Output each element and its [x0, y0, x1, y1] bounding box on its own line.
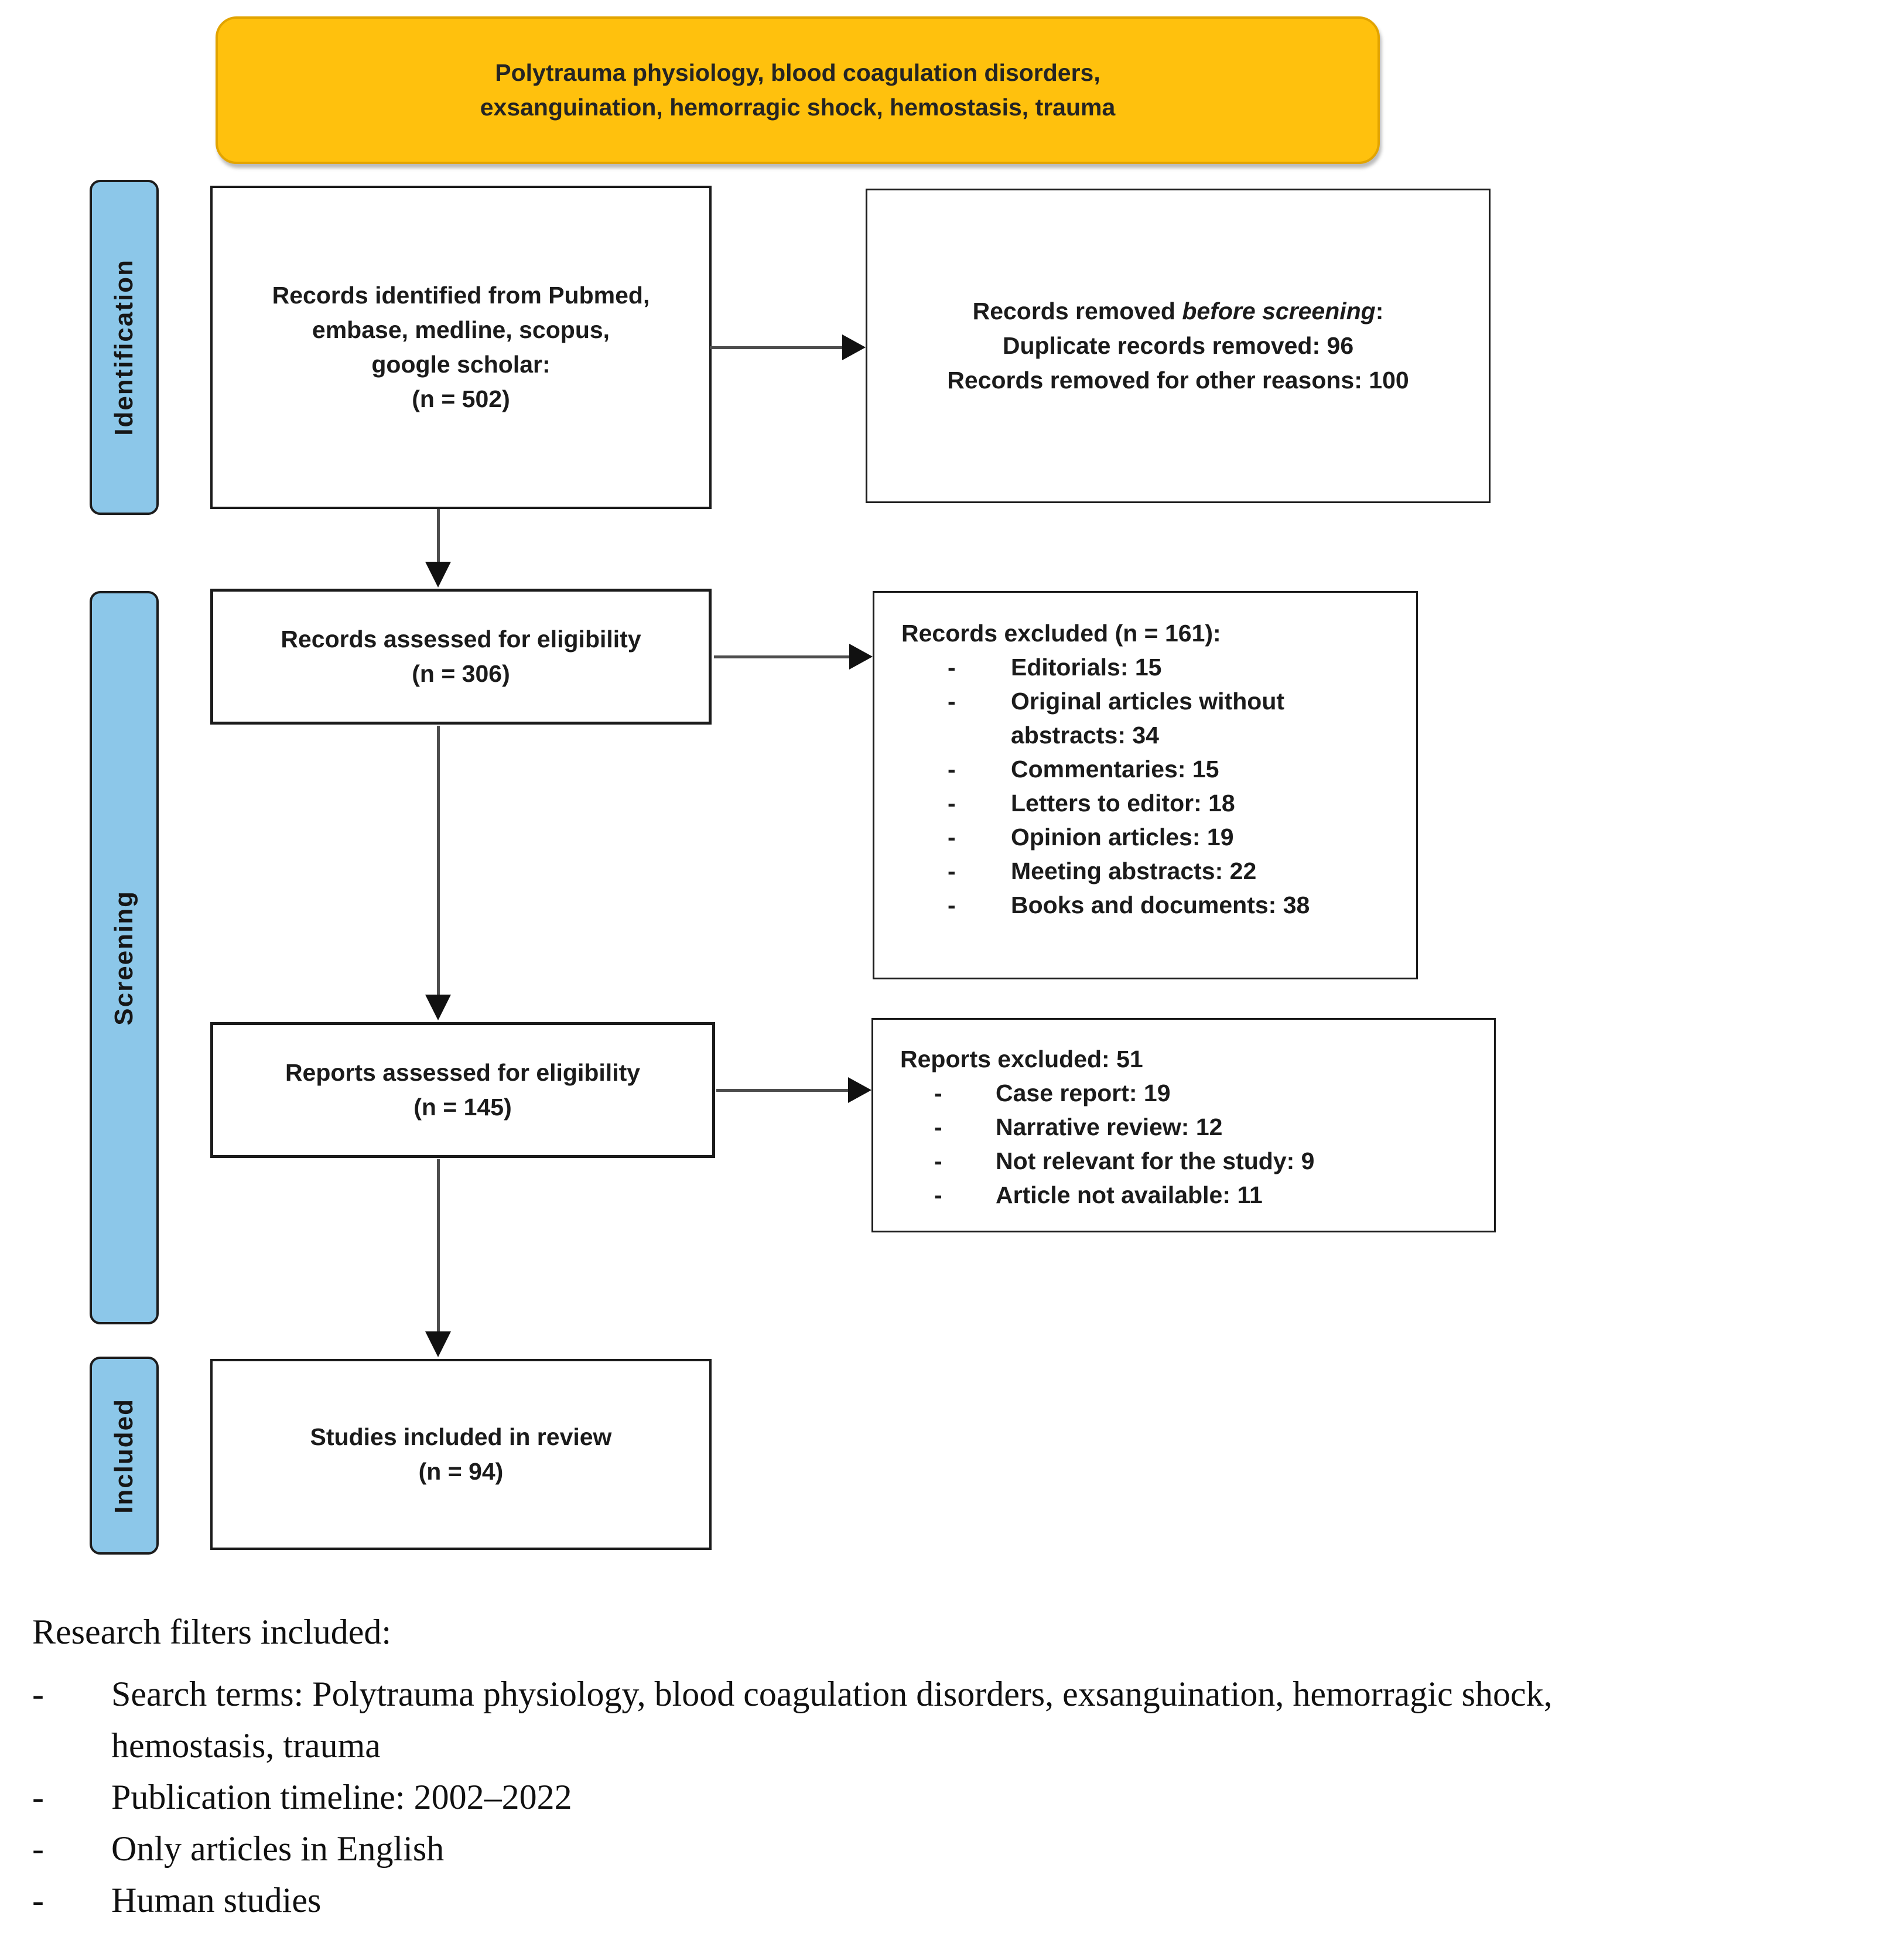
records-identified-text: Records identified from Pubmed, embase, … [272, 282, 650, 412]
list-bullet: - [948, 858, 956, 884]
records-identified-box: Records identified from Pubmed, embase, … [210, 186, 712, 509]
arrow-records-assessed-to-excluded-head [849, 644, 873, 670]
list-item: - Case report: 19 [934, 1076, 1480, 1110]
stage-label-identification: Identification [90, 180, 159, 515]
list-item-text: Opinion articles: 19 [1011, 824, 1234, 851]
arrow-identified-to-records-assessed-line [437, 509, 440, 563]
arrow-reports-assessed-to-excluded-head [848, 1077, 871, 1103]
list-item: - Commentaries: 15 [948, 752, 1402, 786]
list-bullet: - [934, 1181, 942, 1208]
list-item: - Books and documents: 38 [948, 888, 1402, 922]
records-removed-line1-pre: Records removed [972, 298, 1182, 325]
filter-item-text: Only articles in English [111, 1829, 445, 1868]
arrow-records-to-reports-head [425, 995, 451, 1020]
records-excluded-header: Records excluded (n = 161): [901, 620, 1221, 647]
list-bullet: - [934, 1147, 942, 1174]
list-item-text: Not relevant for the study: 9 [996, 1147, 1315, 1174]
filter-bullet: - [32, 1675, 44, 1713]
records-removed-line1: Records removed before screening: [947, 294, 1409, 329]
stage-label-included-text: Included [110, 1398, 138, 1514]
list-item-text: Narrative review: 12 [996, 1114, 1223, 1140]
records-removed-line1-post: : [1375, 298, 1384, 325]
list-bullet: - [948, 688, 956, 715]
filter-item: - Only articles in English [32, 1823, 1883, 1874]
list-bullet: - [948, 654, 956, 681]
filter-item: - Human studies [32, 1874, 1883, 1926]
list-item: - Not relevant for the study: 9 [934, 1144, 1480, 1178]
arrow-records-assessed-to-excluded-line [714, 655, 850, 658]
records-removed-line2: Duplicate records removed: 96 [1002, 332, 1354, 359]
list-item-text: Letters to editor: 18 [1011, 790, 1235, 817]
reports-excluded-header: Reports excluded: 51 [900, 1046, 1143, 1073]
list-item: - Editorials: 15 [948, 650, 1402, 684]
list-item-text: Commentaries: 15 [1011, 756, 1219, 783]
list-item: - Letters to editor: 18 [948, 786, 1402, 820]
filter-bullet: - [32, 1778, 44, 1816]
studies-included-text: Studies included in review (n = 94) [310, 1423, 612, 1485]
reports-assessed-box: Reports assessed for eligibility (n = 14… [210, 1022, 715, 1158]
search-terms-text: Polytrauma physiology, blood coagulation… [480, 59, 1116, 121]
stage-label-identification-text: Identification [110, 259, 138, 436]
filter-bullet: - [32, 1829, 44, 1868]
filter-item: - Search terms: Polytrauma physiology, bl… [32, 1668, 1883, 1771]
stage-label-included: Included [90, 1357, 159, 1555]
list-item: - Original articles without abstracts: 34 [948, 684, 1402, 752]
records-removed-line3: Records removed for other reasons: 100 [947, 367, 1409, 394]
filter-item-text: Human studies [111, 1881, 322, 1919]
list-item: - Meeting abstracts: 22 [948, 854, 1402, 888]
records-removed-text: Records removed before screening: Duplic… [947, 294, 1409, 398]
list-item-text: Books and documents: 38 [1011, 892, 1310, 918]
list-bullet: - [948, 790, 956, 817]
records-assessed-box: Records assessed for eligibility (n = 30… [210, 589, 712, 725]
stage-label-screening: Screening [90, 591, 159, 1324]
records-excluded-box: Records excluded (n = 161): - Editorials:… [873, 591, 1418, 979]
records-assessed-text: Records assessed for eligibility (n = 30… [281, 626, 641, 687]
list-item-text: Meeting abstracts: 22 [1011, 858, 1257, 884]
list-item-text: Article not available: 11 [996, 1181, 1263, 1208]
list-bullet: - [948, 824, 956, 851]
reports-assessed-text: Reports assessed for eligibility (n = 14… [285, 1059, 641, 1121]
arrow-identified-to-removed-line [710, 346, 845, 349]
filter-item-text: Search terms: Polytrauma physiology, blo… [111, 1675, 1553, 1765]
research-filters-section: Research filters included: - Search terms… [32, 1606, 1883, 1926]
arrow-reports-to-included-head [425, 1331, 451, 1357]
reports-excluded-box: Reports excluded: 51 - Case report: 19 - N… [871, 1018, 1496, 1232]
list-item: - Article not available: 11 [934, 1178, 1480, 1212]
filter-bullet: - [32, 1881, 44, 1919]
list-bullet: - [948, 756, 956, 783]
search-terms-box: Polytrauma physiology, blood coagulation… [216, 16, 1380, 164]
records-removed-box: Records removed before screening: Duplic… [866, 189, 1491, 503]
arrow-identified-to-removed-head [842, 334, 866, 360]
arrow-reports-to-included-line [437, 1159, 440, 1333]
arrow-records-to-reports-line [437, 726, 440, 995]
list-bullet: - [934, 1114, 942, 1140]
list-item-text: Original articles without abstracts: 34 [1011, 688, 1285, 749]
list-item: - Narrative review: 12 [934, 1110, 1480, 1144]
research-filters-title: Research filters included: [32, 1613, 392, 1651]
arrow-reports-assessed-to-excluded-line [716, 1089, 849, 1092]
list-item: - Opinion articles: 19 [948, 820, 1402, 854]
list-item-text: Case report: 19 [996, 1080, 1171, 1106]
list-item-text: Editorials: 15 [1011, 654, 1162, 681]
filter-item-text: Publication timeline: 2002–2022 [111, 1778, 572, 1816]
studies-included-box: Studies included in review (n = 94) [210, 1359, 712, 1550]
list-bullet: - [934, 1080, 942, 1106]
filter-item: - Publication timeline: 2002–2022 [32, 1771, 1883, 1823]
arrow-identified-to-records-assessed-head [425, 562, 451, 588]
list-bullet: - [948, 892, 956, 918]
records-removed-line1-italic: before screening [1182, 298, 1376, 325]
stage-label-screening-text: Screening [110, 890, 138, 1026]
